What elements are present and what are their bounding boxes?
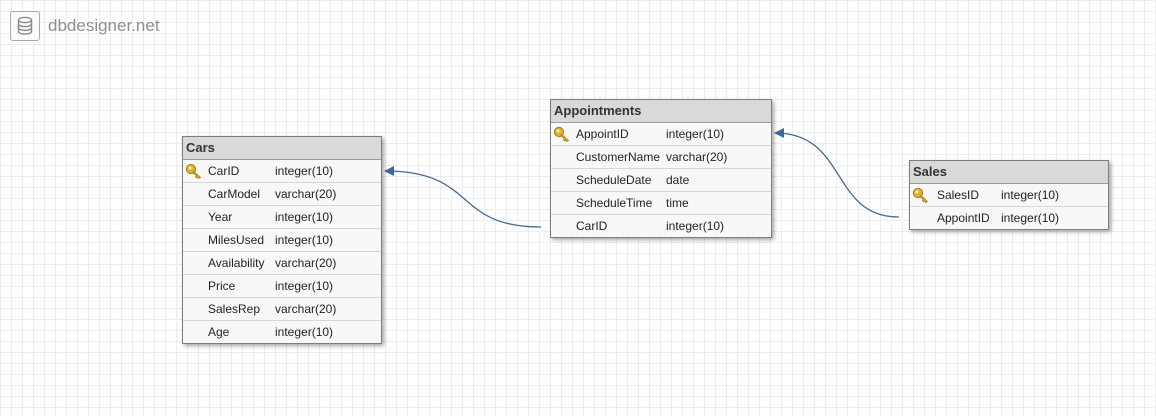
field-type: integer(10): [666, 219, 725, 233]
database-icon: [10, 11, 40, 41]
relation-sales-appointments[interactable]: [774, 128, 900, 218]
field-type: integer(10): [275, 325, 334, 339]
field-type: varchar(20): [666, 150, 728, 164]
field-row-salesrep[interactable]: SalesRep varchar(20): [183, 298, 381, 321]
field-type: varchar(20): [275, 256, 337, 270]
field-name: ScheduleTime: [576, 196, 653, 210]
primary-key-icon: [912, 187, 930, 204]
field-name: Age: [208, 325, 230, 339]
field-name: AppointID: [937, 211, 990, 225]
field-name: Year: [208, 210, 233, 224]
table-title[interactable]: Appointments: [551, 100, 771, 123]
field-row-salesid[interactable]: SalesID integer(10): [910, 184, 1108, 207]
table-title[interactable]: Sales: [910, 161, 1108, 184]
field-name: CarModel: [208, 187, 261, 201]
field-type: integer(10): [1001, 188, 1060, 202]
field-row-year[interactable]: Year integer(10): [183, 206, 381, 229]
field-type: integer(10): [275, 210, 334, 224]
field-name: Price: [208, 279, 236, 293]
field-name: CarID: [576, 219, 608, 233]
field-name: SalesRep: [208, 302, 261, 316]
field-row-carid[interactable]: CarID integer(10): [183, 160, 381, 183]
field-row-price[interactable]: Price integer(10): [183, 275, 381, 298]
field-name: CustomerName: [576, 150, 661, 164]
field-row-scheduletime[interactable]: ScheduleTime time: [551, 192, 771, 215]
field-name: ScheduleDate: [576, 173, 652, 187]
field-row-milesused[interactable]: MilesUsed integer(10): [183, 229, 381, 252]
table-title[interactable]: Cars: [183, 137, 381, 160]
field-row-appointid[interactable]: AppointID integer(10): [910, 207, 1108, 229]
field-type: integer(10): [1001, 211, 1060, 225]
field-type: integer(10): [275, 164, 334, 178]
primary-key-icon: [553, 126, 571, 143]
field-row-appointid[interactable]: AppointID integer(10): [551, 123, 771, 146]
field-row-availability[interactable]: Availability varchar(20): [183, 252, 381, 275]
field-type: varchar(20): [275, 187, 337, 201]
field-type: time: [666, 196, 689, 210]
field-name: MilesUsed: [208, 233, 265, 247]
field-type: integer(10): [275, 279, 334, 293]
field-name: CarID: [208, 164, 240, 178]
field-row-scheduledate[interactable]: ScheduleDate date: [551, 169, 771, 192]
field-type: integer(10): [666, 127, 725, 141]
brand-logo[interactable]: dbdesigner.net: [10, 10, 160, 42]
field-name: Availability: [208, 256, 265, 270]
field-type: date: [666, 173, 690, 187]
field-type: integer(10): [275, 233, 334, 247]
field-row-age[interactable]: Age integer(10): [183, 321, 381, 343]
primary-key-icon: [185, 163, 203, 180]
field-row-carid[interactable]: CarID integer(10): [551, 215, 771, 237]
field-type: varchar(20): [275, 302, 337, 316]
field-name: AppointID: [576, 127, 629, 141]
field-row-carmodel[interactable]: CarModel varchar(20): [183, 183, 381, 206]
brand-name: dbdesigner.net: [48, 16, 160, 35]
field-name: SalesID: [937, 188, 980, 202]
field-row-customername[interactable]: CustomerName varchar(20): [551, 146, 771, 169]
relation-appointments-cars[interactable]: [384, 166, 542, 228]
